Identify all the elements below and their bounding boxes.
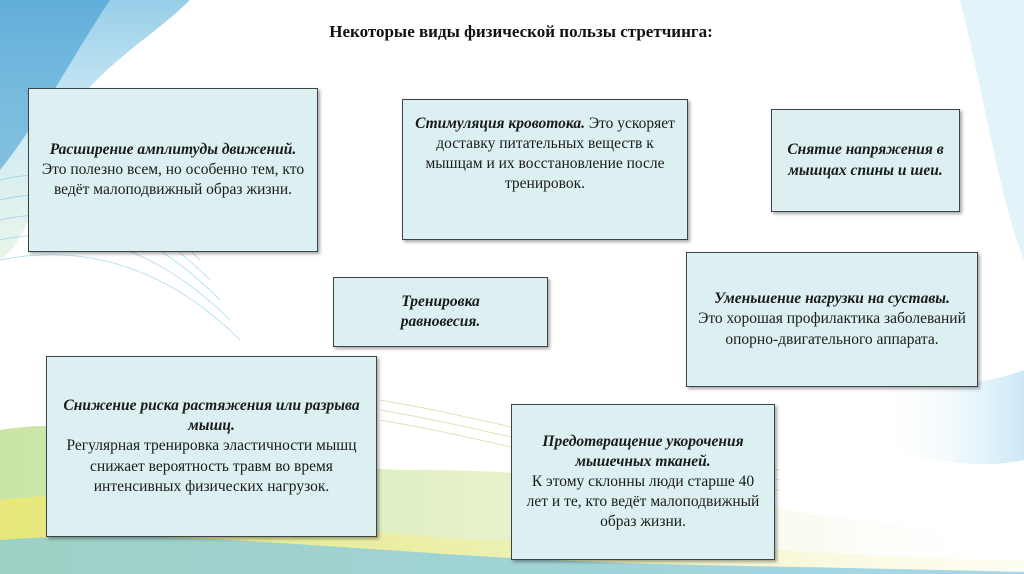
card-muscle-shortening-heading: Предотвращение укорочения мышечных ткане… — [542, 432, 744, 470]
card-neck-back-tension: Снятие напряжения в мышцах спины и шеи. — [771, 109, 960, 212]
card-blood-circulation-text: Это ускоряет доставку питательных вещест… — [425, 115, 675, 193]
card-balance-training: Тренировка равновесия. — [333, 277, 548, 347]
slide-title: Некоторые виды физической пользы стретчи… — [329, 22, 713, 41]
card-blood-circulation-heading: Стимуляция кровотока. — [415, 115, 585, 132]
card-injury-risk: Снижение риска растяжения или разрыва мы… — [46, 356, 377, 537]
card-joint-load-text: Это хорошая профилактика заболеваний опо… — [698, 310, 966, 348]
card-muscle-shortening: Предотвращение укорочения мышечных ткане… — [511, 404, 775, 560]
card-joint-load: Уменьшение нагрузки на суставы. Это хоро… — [686, 252, 978, 387]
card-range-of-motion: Расширение амплитуды движений. Это полез… — [28, 88, 318, 252]
card-injury-risk-text: Регулярная тренировка эластичности мышц … — [66, 437, 357, 495]
card-blood-circulation: Стимуляция кровотока. Это ускоряет доста… — [402, 99, 688, 240]
card-joint-load-heading: Уменьшение нагрузки на суставы. — [714, 290, 950, 308]
card-range-of-motion-heading: Расширение амплитуды движений. — [49, 140, 297, 158]
card-injury-risk-heading: Снижение риска растяжения или разрыва мы… — [63, 397, 360, 435]
card-muscle-shortening-text: К этому склонны люди старше 40 лет и те,… — [526, 472, 760, 531]
card-neck-back-tension-heading: Снятие напряжения в мышцах спины и шеи. — [787, 141, 944, 179]
card-range-of-motion-text: Это полезно всем, но особенно тем, кто в… — [41, 160, 305, 199]
card-balance-training-heading: Тренировка равновесия. — [400, 292, 481, 330]
